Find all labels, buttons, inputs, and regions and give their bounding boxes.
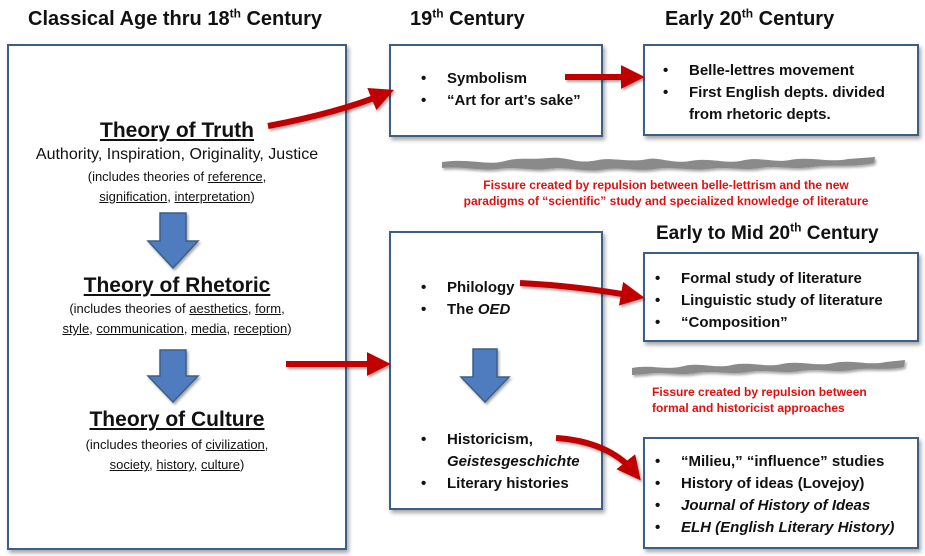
list-item: Linguistic study of literature: [653, 290, 915, 312]
fissure-caption-2: Fissure created by repulsion between for…: [652, 384, 882, 416]
header-19th-text: 19th Century: [410, 6, 525, 30]
header-19th: 19th Century: [410, 6, 525, 31]
arrow-truth-to-symbolism: [267, 87, 394, 129]
list-item: Symbolism: [419, 68, 581, 90]
list-item: Historicism, Geistesgeschichte: [419, 429, 580, 473]
header-early-20th-text: Early 20th Century: [665, 6, 835, 30]
list-item: “Composition”: [653, 312, 915, 334]
term-form: form: [255, 301, 282, 316]
term-communication: communication: [96, 321, 184, 336]
list-item: The OED: [419, 299, 515, 321]
list-item: Formal study of literature: [653, 268, 915, 290]
oed-label: OED: [477, 301, 511, 318]
historicism-label: Historicism,: [447, 431, 533, 448]
milieu-box: “Milieu,” “influence” studies History of…: [643, 437, 919, 549]
formal-study-box: Formal study of literature Linguistic st…: [643, 252, 919, 342]
formal-study-list: Formal study of literature Linguistic st…: [653, 268, 915, 334]
historicism-list: Historicism, Geistesgeschichte Literary h…: [419, 429, 580, 495]
symbolism-list: Symbolism “Art for art’s sake”: [419, 68, 581, 112]
term-media: media: [191, 321, 227, 336]
list-item: “Milieu,” “influence” studies: [653, 451, 919, 473]
journal-label: Journal of History of Ideas: [681, 497, 871, 514]
term-interpretation: interpretation: [174, 189, 251, 204]
term-society: society: [109, 457, 150, 472]
list-item: First English depts. divided from rhetor…: [661, 82, 911, 126]
down-arrow-truth-to-rhetoric: [146, 212, 200, 270]
list-item: Philology: [419, 277, 515, 299]
belle-lettres-box: Belle-lettres movement First English dep…: [643, 44, 919, 136]
list-item: Journal of History of Ideas: [653, 495, 919, 517]
term-style: style: [62, 321, 90, 336]
symbolism-box: Symbolism “Art for art’s sake”: [389, 44, 603, 137]
down-arrow-rhetoric-to-culture: [146, 349, 200, 404]
arrow-philology-to-formal-study: [519, 280, 645, 306]
classical-box: Theory of Truth Authority, Inspiration, …: [7, 44, 347, 550]
term-history: history: [156, 457, 194, 472]
fissure-caption-1: Fissure created by repulsion between bel…: [446, 177, 886, 209]
header-early-20th: Early 20th Century: [665, 6, 834, 31]
list-item: History of ideas (Lovejoy): [653, 473, 919, 495]
culture-includes-prefix: (includes theories of: [85, 437, 202, 452]
fissure-1-line-2: paradigms of “scientific” study and spec…: [463, 194, 869, 208]
header-early-mid-20th-text: Early to Mid 20th Century: [656, 221, 879, 245]
elh-label: ELH (English Literary History): [681, 519, 895, 536]
down-arrow-philology-to-historicism: [459, 348, 511, 404]
header-early-mid-20th: Early to Mid 20th Century: [656, 221, 879, 245]
philology-list: Philology The OED: [419, 277, 515, 321]
fissure-2-line-1: Fissure created by repulsion between: [652, 385, 867, 399]
belle-lettres-list: Belle-lettres movement First English dep…: [661, 60, 911, 126]
list-item: Literary histories: [419, 473, 580, 495]
geistes-label: Geistesgeschichte: [447, 453, 580, 470]
term-signification: signification: [99, 189, 168, 204]
header-classical-text: Classical Age thru 18th Century: [28, 6, 323, 30]
rhetoric-includes-prefix: (includes theories of: [69, 301, 186, 316]
header-classical: Classical Age thru 18th Century: [28, 6, 322, 31]
term-reception: reception: [233, 321, 288, 336]
milieu-list: “Milieu,” “influence” studies History of…: [653, 451, 919, 539]
theory-of-culture-title: Theory of Culture: [89, 408, 265, 431]
fissure-2-line-2: formal and historicist approaches: [652, 401, 845, 415]
theory-of-rhetoric-title: Theory of Rhetoric: [83, 274, 271, 297]
list-item: ELH (English Literary History): [653, 517, 919, 539]
fissure-crack-2: [632, 360, 905, 375]
truth-includes: (includes theories of reference, signifi…: [87, 169, 267, 204]
truth-includes-prefix: (includes theories of: [87, 169, 205, 184]
arrow-historicism-to-milieu: [555, 435, 641, 481]
term-reference: reference: [207, 169, 263, 184]
term-aesthetics: aesthetics: [189, 301, 248, 316]
truth-values: Authority, Inspiration, Originality, Jus…: [35, 146, 319, 163]
list-item: Belle-lettres movement: [661, 60, 911, 82]
theory-of-truth-title: Theory of Truth: [100, 119, 254, 142]
list-item: “Art for art’s sake”: [419, 90, 581, 112]
rhetoric-includes: (includes theories of aesthetics, form, …: [62, 301, 292, 336]
term-civilization: civilization: [205, 437, 265, 452]
culture-includes: (includes theories of civilization, soci…: [85, 437, 269, 472]
term-culture: culture: [200, 457, 240, 472]
the-label: The: [447, 301, 474, 318]
fissure-crack-1: [442, 157, 875, 171]
fissure-1-line-1: Fissure created by repulsion between bel…: [483, 178, 849, 192]
